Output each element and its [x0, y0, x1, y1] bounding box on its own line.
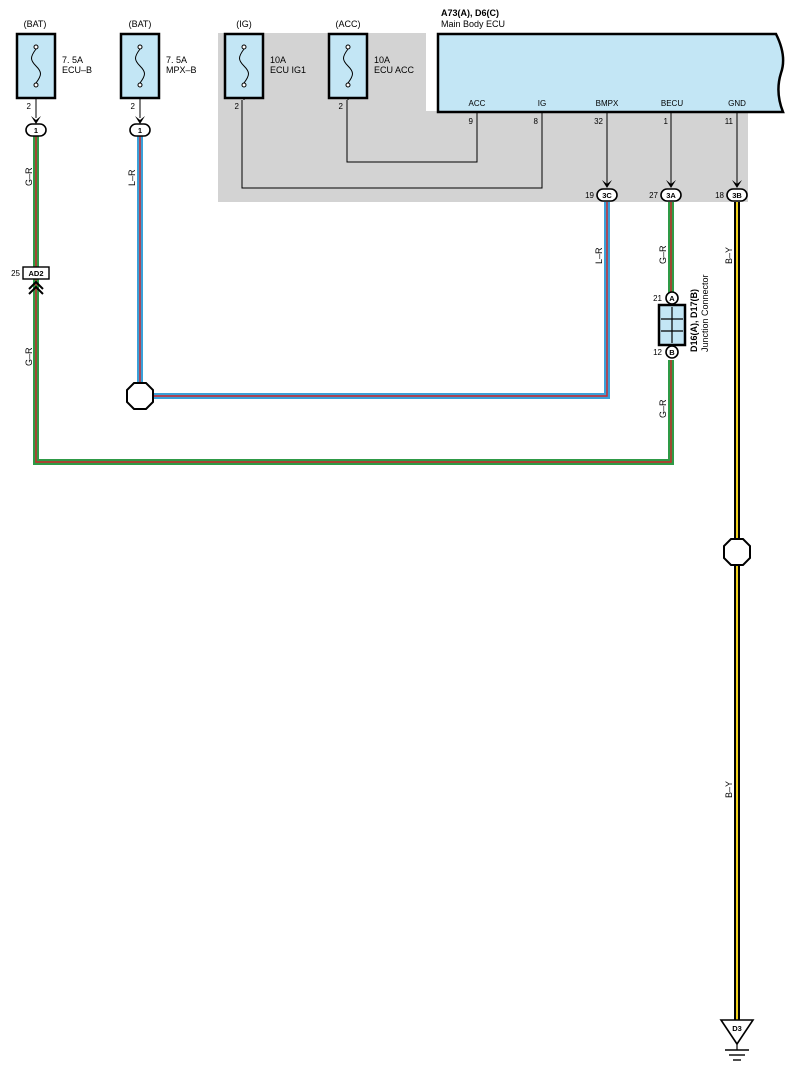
terminal-gnd-label: GND — [728, 99, 746, 108]
ecu-id: A73(A), D6(C) — [441, 8, 499, 18]
connector-mpx-b: 1 — [129, 123, 151, 137]
arrow-3a — [666, 180, 676, 188]
fuse-ecu-acc — [327, 32, 369, 100]
ground-icon: D3 — [719, 1019, 755, 1061]
terminal-acc-pin: 9 — [469, 117, 474, 126]
fuse-mpx-b-name: MPX–B — [166, 65, 197, 75]
fuse-icon — [343, 44, 353, 88]
connector-3c-pin: 19 — [585, 191, 594, 200]
terminal-ig-label: IG — [538, 99, 546, 108]
terminal-bmpx-label: BMPX — [596, 99, 619, 108]
fuse-ecu-ig1-name: ECU IG1 — [270, 65, 306, 75]
fuse-icon — [31, 44, 41, 88]
arrow-3b — [732, 180, 742, 188]
wire-g-r-ecu-b — [33, 136, 674, 465]
connector-3b: 3B — [726, 188, 748, 202]
wire-label-bmpx: L–R — [594, 247, 604, 264]
splice-point-icon — [126, 382, 154, 410]
fuse-ecu-acc-name: ECU ACC — [374, 65, 415, 75]
ig-wire — [241, 100, 543, 189]
junction-pin-b-label: B — [669, 348, 675, 357]
connector-3b-label: 3B — [732, 191, 742, 200]
connector-ecu-b: 1 — [25, 123, 47, 137]
junction-pin-top: 21 — [653, 294, 662, 303]
connector-3c-label: 3C — [602, 191, 612, 200]
arrow-3c — [602, 180, 612, 188]
wire-label-becu-upper: G–R — [658, 245, 668, 264]
junction-id: D16(A), D17(B) — [689, 289, 699, 352]
junction-connector: A B — [657, 291, 687, 359]
fuse-ecu-ig1-source: (IG) — [236, 19, 252, 29]
wire-label-mpx-b: L–R — [127, 169, 137, 186]
fuse-ecu-ig1-rating: 10A — [270, 55, 286, 65]
arrow-mpx-b — [135, 116, 145, 124]
connector-3a-label: 3A — [666, 191, 676, 200]
fuse-mpx-b — [119, 32, 161, 100]
connector-3b-pin: 18 — [715, 191, 724, 200]
connector-ecu-b-label: 1 — [34, 126, 38, 135]
fuse-ecu-b-source: (BAT) — [24, 19, 47, 29]
fuse-ecu-b-name: ECU–B — [62, 65, 92, 75]
ground-id: D3 — [732, 1024, 742, 1033]
fuse-icon — [239, 44, 249, 88]
junction-pin-a-label: A — [669, 294, 675, 303]
terminal-becu-label: BECU — [661, 99, 683, 108]
fuse-ecu-acc-rating: 10A — [374, 55, 390, 65]
inline-connector-ad2-pin: 25 — [11, 269, 20, 278]
fuse-ecu-ig1-pin: 2 — [235, 102, 240, 111]
inline-connector-ad2-label: AD2 — [28, 269, 43, 278]
wire-label-ecu-b-upper: G–R — [24, 167, 34, 186]
wire-label-gnd-lower: B–Y — [724, 781, 734, 798]
terminal-acc-label: ACC — [469, 99, 486, 108]
wire-label-becu-lower: G–R — [658, 399, 668, 418]
connector-3c: 3C — [596, 188, 618, 202]
connector-3a: 3A — [660, 188, 682, 202]
connector-mpx-b-label: 1 — [138, 126, 142, 135]
inline-connector-ad2: AD2 — [22, 266, 50, 295]
ecu-name: Main Body ECU — [441, 19, 505, 29]
fuse-ecu-b — [15, 32, 57, 100]
terminal-bmpx-pin: 32 — [594, 117, 603, 126]
fuse-mpx-b-source: (BAT) — [129, 19, 152, 29]
splice-point-icon — [723, 538, 751, 566]
arrow-ecu-b — [31, 116, 41, 124]
acc-wire — [346, 100, 478, 163]
fuse-icon — [135, 44, 145, 88]
wire-label-ecu-b-lower: G–R — [24, 347, 34, 366]
connector-3a-pin: 27 — [649, 191, 658, 200]
wire-l-r-mpx-b — [137, 136, 610, 399]
fuse-ecu-b-rating: 7. 5A — [62, 55, 83, 65]
terminal-becu-pin: 1 — [664, 117, 669, 126]
terminal-gnd-pin: 11 — [725, 117, 734, 126]
fuse-ecu-ig1 — [223, 32, 265, 100]
terminal-ig-pin: 8 — [534, 117, 539, 126]
fuse-ecu-b-pin: 2 — [27, 102, 32, 111]
fuse-ecu-acc-source: (ACC) — [336, 19, 361, 29]
ecu-box — [436, 32, 785, 114]
fuse-ecu-acc-pin: 2 — [339, 102, 344, 111]
fuse-mpx-b-rating: 7. 5A — [166, 55, 187, 65]
junction-pin-bottom: 12 — [653, 348, 662, 357]
wire-label-gnd-upper: B–Y — [724, 247, 734, 264]
fuse-mpx-b-pin: 2 — [131, 102, 136, 111]
junction-name: Junction Connector — [700, 274, 710, 352]
